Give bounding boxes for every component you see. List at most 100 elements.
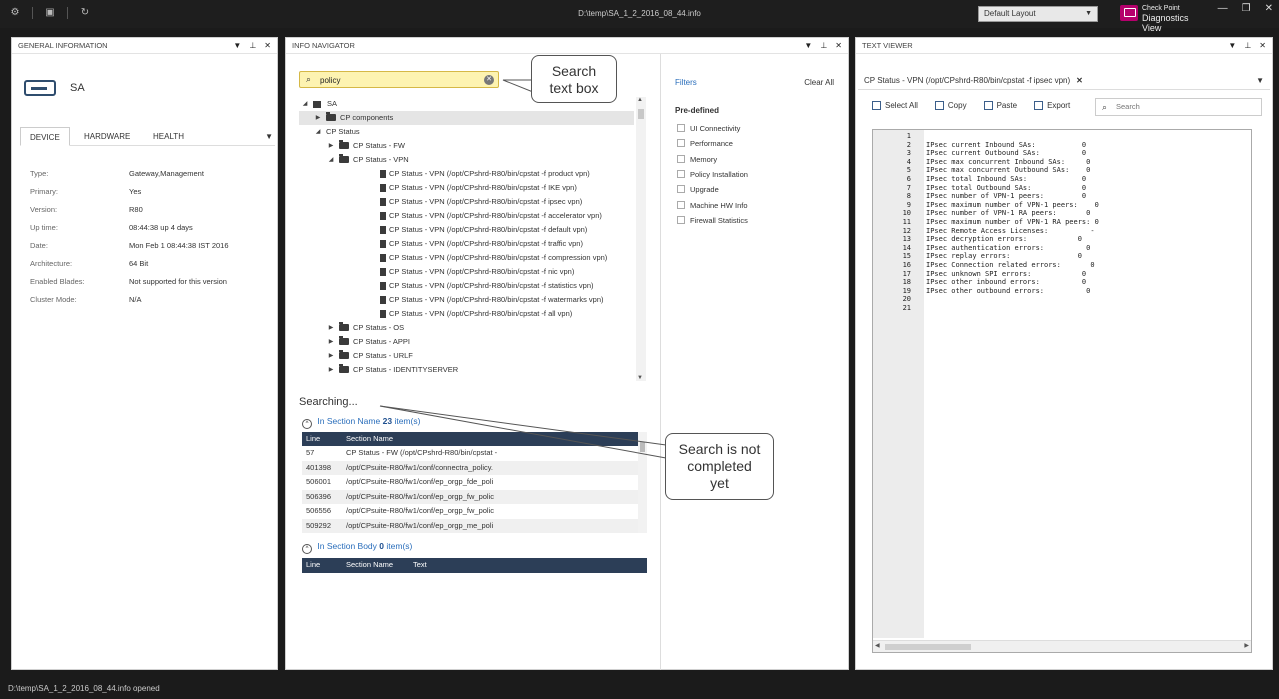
tree-node[interactable]: CP Status - VPN (/opt/CPshrd-R80/bin/cps… — [299, 209, 634, 223]
tree-node[interactable]: ◢CP Status - VPN — [299, 153, 634, 167]
close-icon[interactable]: ✕ — [1259, 41, 1266, 50]
expand-arrow-icon[interactable]: ▶ — [315, 115, 321, 121]
tree-node[interactable]: CP Status - VPN (/opt/CPshrd-R80/bin/cps… — [299, 223, 634, 237]
tree-node[interactable]: ▶CP components — [299, 111, 634, 125]
column-header-text[interactable]: Text — [413, 560, 427, 569]
checkbox-icon[interactable] — [677, 169, 685, 178]
scrollbar-thumb[interactable] — [885, 644, 971, 650]
table-row[interactable]: 506396/opt/CPsuite-R80/fw1/conf/ep_orgp_… — [302, 489, 647, 504]
tabs-menu-icon[interactable]: ▼ — [265, 132, 273, 141]
refresh-icon[interactable]: ↻ — [80, 7, 90, 18]
filter-checkbox-item[interactable]: Firewall Statistics — [677, 215, 748, 225]
tree-node[interactable]: CP Status - VPN (/opt/CPshrd-R80/bin/cps… — [299, 167, 634, 181]
scroll-down-icon[interactable]: ▼ — [637, 375, 643, 381]
collapse-icon[interactable]: ^ — [302, 544, 312, 554]
filter-checkbox-item[interactable]: Policy Installation — [677, 169, 748, 179]
collapse-arrow-icon[interactable]: ◢ — [315, 129, 321, 135]
filter-checkbox-item[interactable]: Machine HW Info — [677, 200, 748, 210]
expand-arrow-icon[interactable]: ▶ — [328, 367, 334, 373]
column-header-section-name[interactable]: Section Name — [346, 560, 394, 569]
column-header-line[interactable]: Line — [306, 560, 321, 569]
filter-checkbox-item[interactable]: Upgrade — [677, 185, 719, 194]
tree-node[interactable]: ▶CP Status - APPI — [299, 335, 634, 349]
tab-hardware[interactable]: HARDWARE — [84, 132, 131, 141]
search-input[interactable] — [320, 74, 480, 86]
tree-node[interactable]: CP Status - VPN (/opt/CPshrd-R80/bin/cps… — [299, 279, 634, 293]
collapse-icon[interactable]: ^ — [302, 419, 312, 429]
paste-button[interactable]: Paste — [983, 101, 1017, 110]
close-tab-icon[interactable]: ✕ — [1076, 76, 1083, 85]
clear-all-link[interactable]: Clear All — [804, 78, 834, 87]
tree-node[interactable]: CP Status - VPN (/opt/CPshrd-R80/bin/cps… — [299, 251, 634, 265]
scroll-right-icon[interactable]: ▶ — [1244, 643, 1249, 649]
tree-node[interactable]: CP Status - VPN (/opt/CPshrd-R80/bin/cps… — [299, 195, 634, 209]
document-tab[interactable]: CP Status - VPN (/opt/CPshrd-R80/bin/cps… — [864, 73, 1083, 89]
layout-select[interactable]: Default Layout ▼ — [978, 6, 1098, 22]
select-all-button[interactable]: Select All — [872, 101, 918, 110]
open-file-icon[interactable]: ▣ — [45, 7, 55, 18]
filter-checkbox-item[interactable]: UI Connectivity — [677, 124, 740, 133]
tree-node[interactable]: ◢CP Status — [299, 125, 634, 139]
collapse-arrow-icon[interactable]: ◢ — [328, 157, 334, 163]
close-icon[interactable]: ✕ — [264, 41, 271, 50]
expand-arrow-icon[interactable]: ▶ — [328, 325, 334, 331]
pin-icon[interactable]: ⊥ — [249, 41, 257, 50]
tree-scrollbar[interactable]: ▲ ▼ — [636, 97, 646, 381]
collapse-arrow-icon[interactable]: ◢ — [302, 101, 308, 107]
tree-node[interactable]: CP Status - VPN (/opt/CPshrd-R80/bin/cps… — [299, 265, 634, 279]
column-header-section-name[interactable]: Section Name — [346, 434, 394, 443]
pin-icon[interactable]: ⊥ — [1244, 41, 1252, 50]
column-header-line[interactable]: Line — [306, 434, 321, 443]
panel-menu-icon[interactable]: ▼ — [804, 41, 813, 50]
tabs-menu-icon[interactable]: ▼ — [1256, 76, 1264, 85]
tab-health[interactable]: HEALTH — [153, 132, 184, 141]
close-icon[interactable]: ✕ — [835, 41, 842, 50]
export-button[interactable]: Export — [1034, 101, 1070, 110]
filter-checkbox-item[interactable]: Memory — [677, 154, 717, 164]
tree-node[interactable]: ▶CP Status - OS — [299, 321, 634, 335]
table-row[interactable]: 401398/opt/CPsuite-R80/fw1/conf/connectr… — [302, 460, 647, 475]
minimize-icon[interactable]: — — [1217, 3, 1228, 14]
scrollbar-thumb[interactable] — [640, 442, 645, 452]
copy-button[interactable]: Copy — [934, 101, 967, 110]
checkbox-icon[interactable] — [677, 124, 685, 132]
panel-menu-icon[interactable]: ▼ — [1228, 41, 1237, 50]
tree-node[interactable]: CP Status - VPN (/opt/CPshrd-R80/bin/cps… — [299, 307, 634, 321]
filter-checkbox-item[interactable]: Performance — [677, 139, 733, 148]
scroll-left-icon[interactable]: ◀ — [875, 643, 880, 649]
horizontal-scrollbar[interactable]: ◀ ▶ — [873, 640, 1251, 652]
scroll-up-icon[interactable]: ▲ — [637, 97, 643, 103]
tab-device[interactable]: DEVICE — [20, 127, 70, 146]
checkbox-icon[interactable] — [677, 185, 685, 194]
clear-search-icon[interactable]: ✕ — [484, 75, 494, 85]
table-row[interactable]: 509292/opt/CPsuite-R80/fw1/conf/ep_orgp_… — [302, 518, 647, 533]
tree-node[interactable]: ◢SA — [299, 97, 634, 111]
expand-arrow-icon[interactable]: ▶ — [328, 339, 334, 345]
text-search-input[interactable] — [1116, 102, 1256, 111]
tree-node[interactable]: CP Status - VPN (/opt/CPshrd-R80/bin/cps… — [299, 237, 634, 251]
tree-node[interactable]: ▶CP Status - URLF — [299, 349, 634, 363]
scrollbar-thumb[interactable] — [638, 109, 644, 119]
checkbox-icon[interactable] — [677, 154, 685, 163]
close-icon[interactable]: ✕ — [1264, 3, 1273, 14]
in-section-name-header[interactable]: ^ In Section Name 23 item(s) — [302, 416, 420, 429]
expand-arrow-icon[interactable]: ▶ — [328, 353, 334, 359]
in-section-body-header[interactable]: ^ In Section Body 0 item(s) — [302, 541, 412, 554]
expand-arrow-icon[interactable]: ▶ — [328, 143, 334, 149]
results-scrollbar[interactable] — [638, 432, 647, 533]
tree-node[interactable]: CP Status - VPN (/opt/CPshrd-R80/bin/cps… — [299, 181, 634, 195]
restore-icon[interactable]: ❐ — [1241, 3, 1251, 14]
pin-icon[interactable]: ⊥ — [820, 41, 828, 50]
panel-menu-icon[interactable]: ▼ — [233, 41, 242, 50]
checkbox-icon[interactable] — [677, 215, 685, 224]
checkbox-icon[interactable] — [677, 200, 685, 209]
tree-node[interactable]: ▶CP Status - FW — [299, 139, 634, 153]
table-row[interactable]: 506556/opt/CPsuite-R80/fw1/conf/ep_orgp_… — [302, 504, 647, 519]
app-menu-icon[interactable]: ⚙ — [10, 7, 20, 18]
checkbox-icon[interactable] — [677, 139, 685, 148]
tree-node[interactable]: ▶CP Status - IDENTITYSERVER — [299, 363, 634, 377]
table-row[interactable]: 506001/opt/CPsuite-R80/fw1/conf/ep_orgp_… — [302, 475, 647, 490]
tree-node[interactable]: CP Status - VPN (/opt/CPshrd-R80/bin/cps… — [299, 293, 634, 307]
